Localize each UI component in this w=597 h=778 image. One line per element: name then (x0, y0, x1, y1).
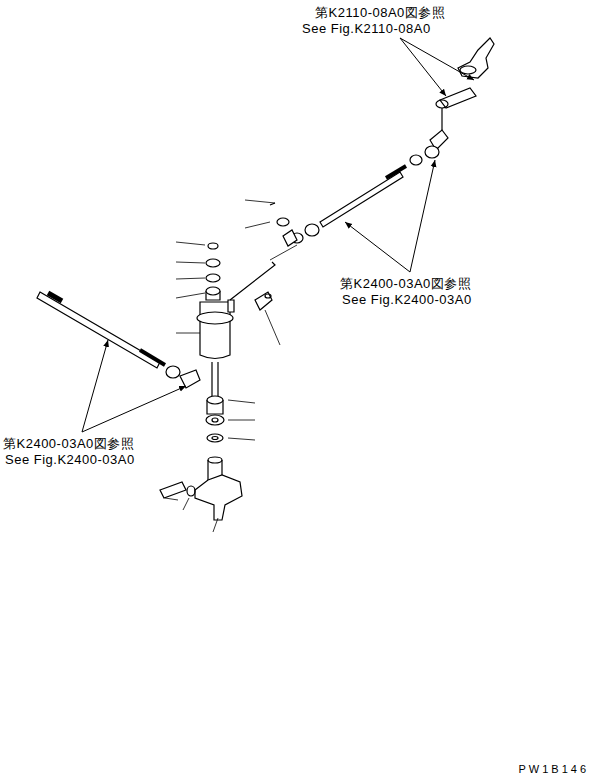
lever-part (410, 38, 494, 165)
column-part (160, 243, 275, 520)
reference-note: 第K2400-03A0図参照 (3, 436, 134, 451)
reference-note: 第K2110-08A0図参照 (315, 5, 445, 20)
reference-arrow (82, 38, 474, 432)
rod-part (37, 292, 200, 388)
reference-note: See Fig.K2400-03A0 (342, 292, 472, 307)
reference-note: See Fig.K2110-08A0 (302, 21, 431, 36)
reference-note: 第K2400-03A0図参照 (340, 276, 471, 291)
drawing-code: PW1B146 (518, 762, 589, 777)
leader-line (165, 200, 297, 532)
reference-note: See Fig.K2400-03A0 (5, 452, 135, 467)
rod-part (270, 166, 406, 246)
